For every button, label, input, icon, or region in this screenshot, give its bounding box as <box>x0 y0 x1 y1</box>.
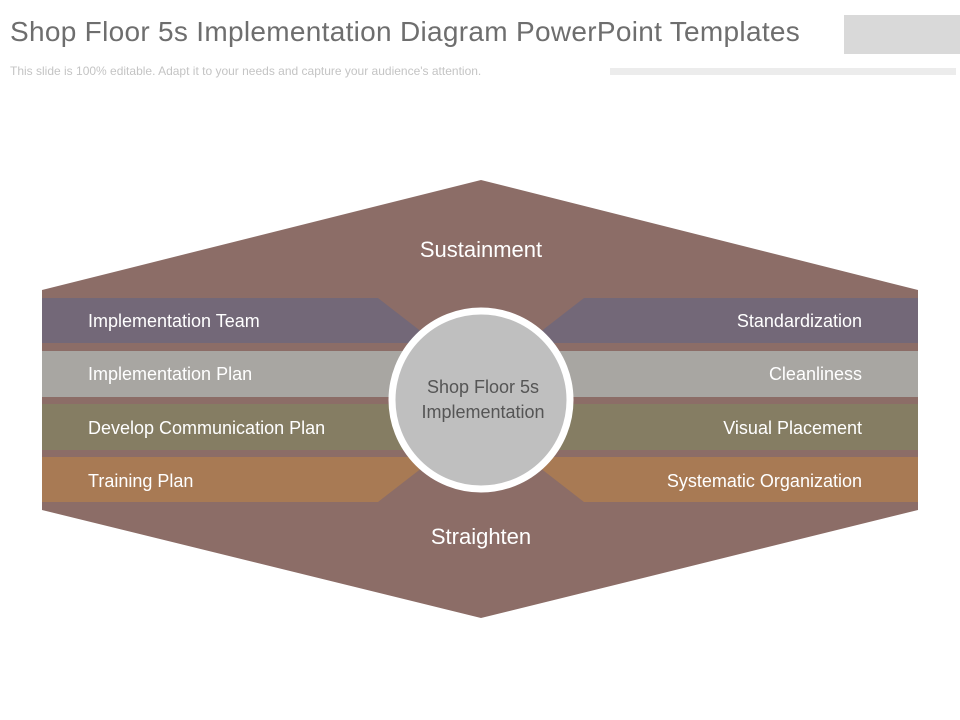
left-row-1 <box>42 298 436 343</box>
slide-subtitle: This slide is 100% editable. Adapt it to… <box>10 64 482 78</box>
right-row-4 <box>526 457 918 502</box>
right-item-1: Standardization <box>737 311 862 331</box>
right-item-2: Cleanliness <box>769 364 862 384</box>
right-row-2 <box>542 351 918 397</box>
right-item-4: Systematic Organization <box>667 471 862 491</box>
right-row-3 <box>542 404 918 450</box>
left-row-2 <box>42 351 420 397</box>
top-label: Sustainment <box>420 237 542 262</box>
header-divider <box>610 68 956 75</box>
left-item-1: Implementation Team <box>88 311 260 331</box>
left-row-4 <box>42 457 436 502</box>
slide-title: Shop Floor 5s Implementation Diagram Pow… <box>10 16 801 47</box>
bottom-label: Straighten <box>431 524 531 549</box>
center-label-line-1: Shop Floor 5s <box>427 377 539 397</box>
left-item-4: Training Plan <box>88 471 193 491</box>
left-row-3 <box>42 404 420 450</box>
center-label-line-2: Implementation <box>421 402 544 422</box>
left-item-3: Develop Communication Plan <box>88 418 325 438</box>
right-item-3: Visual Placement <box>723 418 862 438</box>
left-item-2: Implementation Plan <box>88 364 252 384</box>
center-circle <box>388 307 574 493</box>
logo-placeholder <box>844 15 960 54</box>
right-row-1 <box>526 298 918 343</box>
